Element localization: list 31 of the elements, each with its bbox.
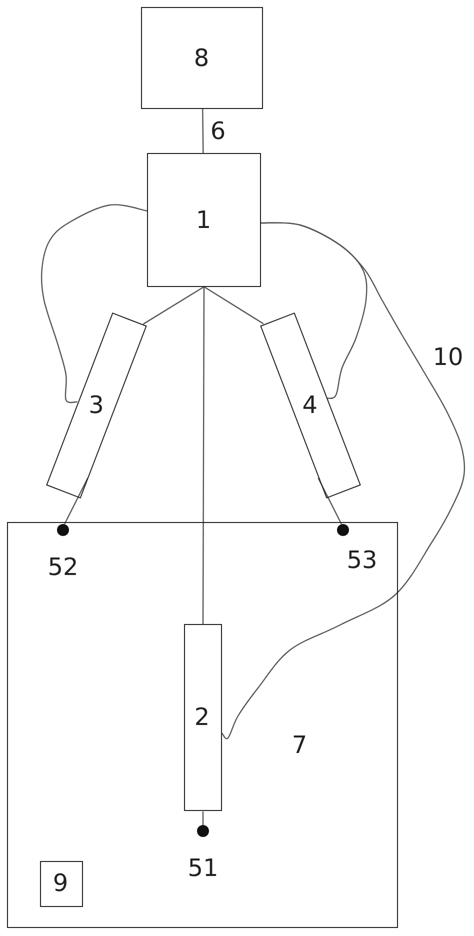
connecting-line [202,287,205,624]
wire [40,204,148,404]
edge-label: 10 [432,345,464,369]
part-number: 52 [48,555,78,579]
connecting-line [202,812,204,825]
connecting-line [204,286,264,324]
component-bar [260,312,360,498]
connecting-line [142,286,204,325]
component-box [7,522,398,928]
connecting-line [318,478,342,524]
part-number: 3 [88,392,104,416]
component-box [184,624,222,811]
part-number: 53 [346,548,378,572]
terminal-dot [56,524,68,536]
part-number: 9 [52,871,68,895]
part-number: 1 [196,208,212,232]
component-box [141,7,263,109]
terminal-dot [196,824,208,836]
part-number: 2 [194,705,210,729]
part-number: 51 [188,856,218,880]
component-bar [46,312,146,498]
edge-label: 6 [210,119,226,143]
component-box [40,860,82,906]
wire [222,222,466,740]
connecting-line [202,109,204,153]
part-number: 7 [292,732,308,756]
part-number: 8 [194,46,210,70]
component-box [147,153,261,287]
part-number: 4 [302,392,317,417]
connecting-line [64,478,88,524]
terminal-dot [336,524,348,536]
